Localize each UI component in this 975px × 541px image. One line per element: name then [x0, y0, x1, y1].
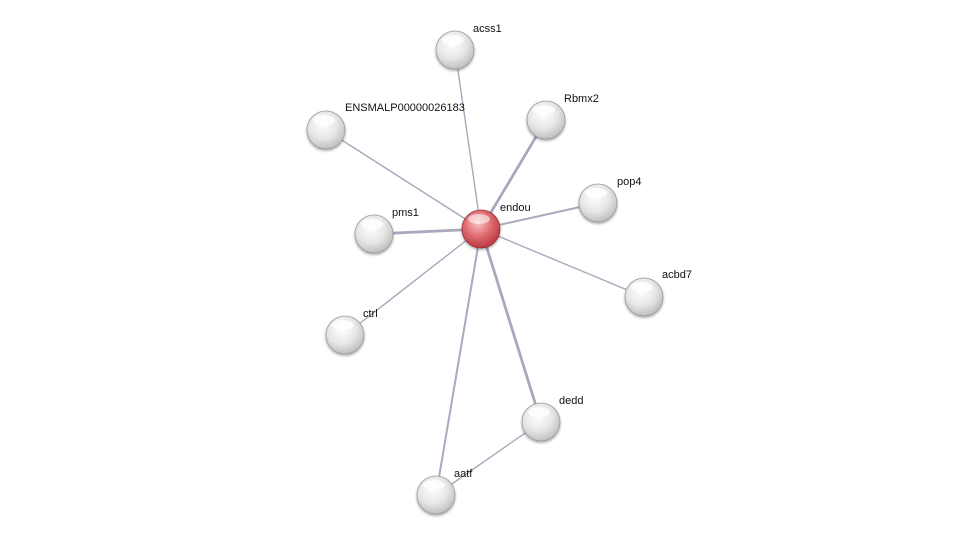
node-highlight-dedd: [528, 407, 550, 417]
node-label-ctrl: ctrl: [363, 308, 378, 320]
node-pop4[interactable]: pop4: [578, 176, 641, 223]
node-label-pms1: pms1: [392, 207, 419, 219]
node-label-pop4: pop4: [617, 176, 641, 188]
node-ENSMALP00000026183[interactable]: ENSMALP00000026183: [306, 102, 465, 150]
node-label-Rbmx2: Rbmx2: [564, 93, 599, 105]
node-highlight-ENSMALP00000026183: [313, 115, 335, 125]
node-endou[interactable]: endou: [461, 202, 531, 249]
node-pms1[interactable]: pms1: [354, 207, 419, 254]
node-highlight-Rbmx2: [533, 105, 555, 115]
node-highlight-ctrl: [332, 320, 354, 330]
edge-endou-acss1: [454, 49, 482, 230]
edge-endou-pop4: [480, 202, 599, 230]
node-highlight-pms1: [361, 219, 383, 229]
edge-endou-aatf: [435, 228, 482, 496]
edge-endou-Rbmx2: [479, 118, 548, 231]
node-highlight-pop4: [585, 188, 607, 198]
edge-endou-dedd: [479, 227, 543, 424]
node-dedd[interactable]: dedd: [521, 395, 583, 442]
node-label-acss1: acss1: [473, 23, 502, 35]
edge-endou-ctrl: [344, 228, 482, 336]
node-acbd7[interactable]: acbd7: [624, 269, 692, 317]
node-label-aatf: aatf: [454, 468, 473, 480]
node-acss1[interactable]: acss1: [435, 23, 502, 70]
node-Rbmx2[interactable]: Rbmx2: [526, 93, 599, 140]
edge-dedd-aatf: [435, 421, 542, 496]
edges-layer: [325, 49, 645, 496]
node-label-endou: endou: [500, 202, 531, 214]
node-label-dedd: dedd: [559, 395, 583, 407]
node-highlight-aatf: [423, 480, 445, 490]
edge-endou-ENSMALP00000026183: [325, 129, 482, 230]
edge-endou-acbd7: [480, 228, 645, 298]
node-label-acbd7: acbd7: [662, 269, 692, 281]
node-ctrl[interactable]: ctrl: [325, 308, 378, 355]
node-highlight-acss1: [442, 35, 464, 45]
node-highlight-acbd7: [631, 282, 653, 292]
node-aatf[interactable]: aatf: [416, 468, 473, 515]
node-label-ENSMALP00000026183: ENSMALP00000026183: [345, 102, 465, 114]
node-highlight-endou: [468, 214, 490, 224]
